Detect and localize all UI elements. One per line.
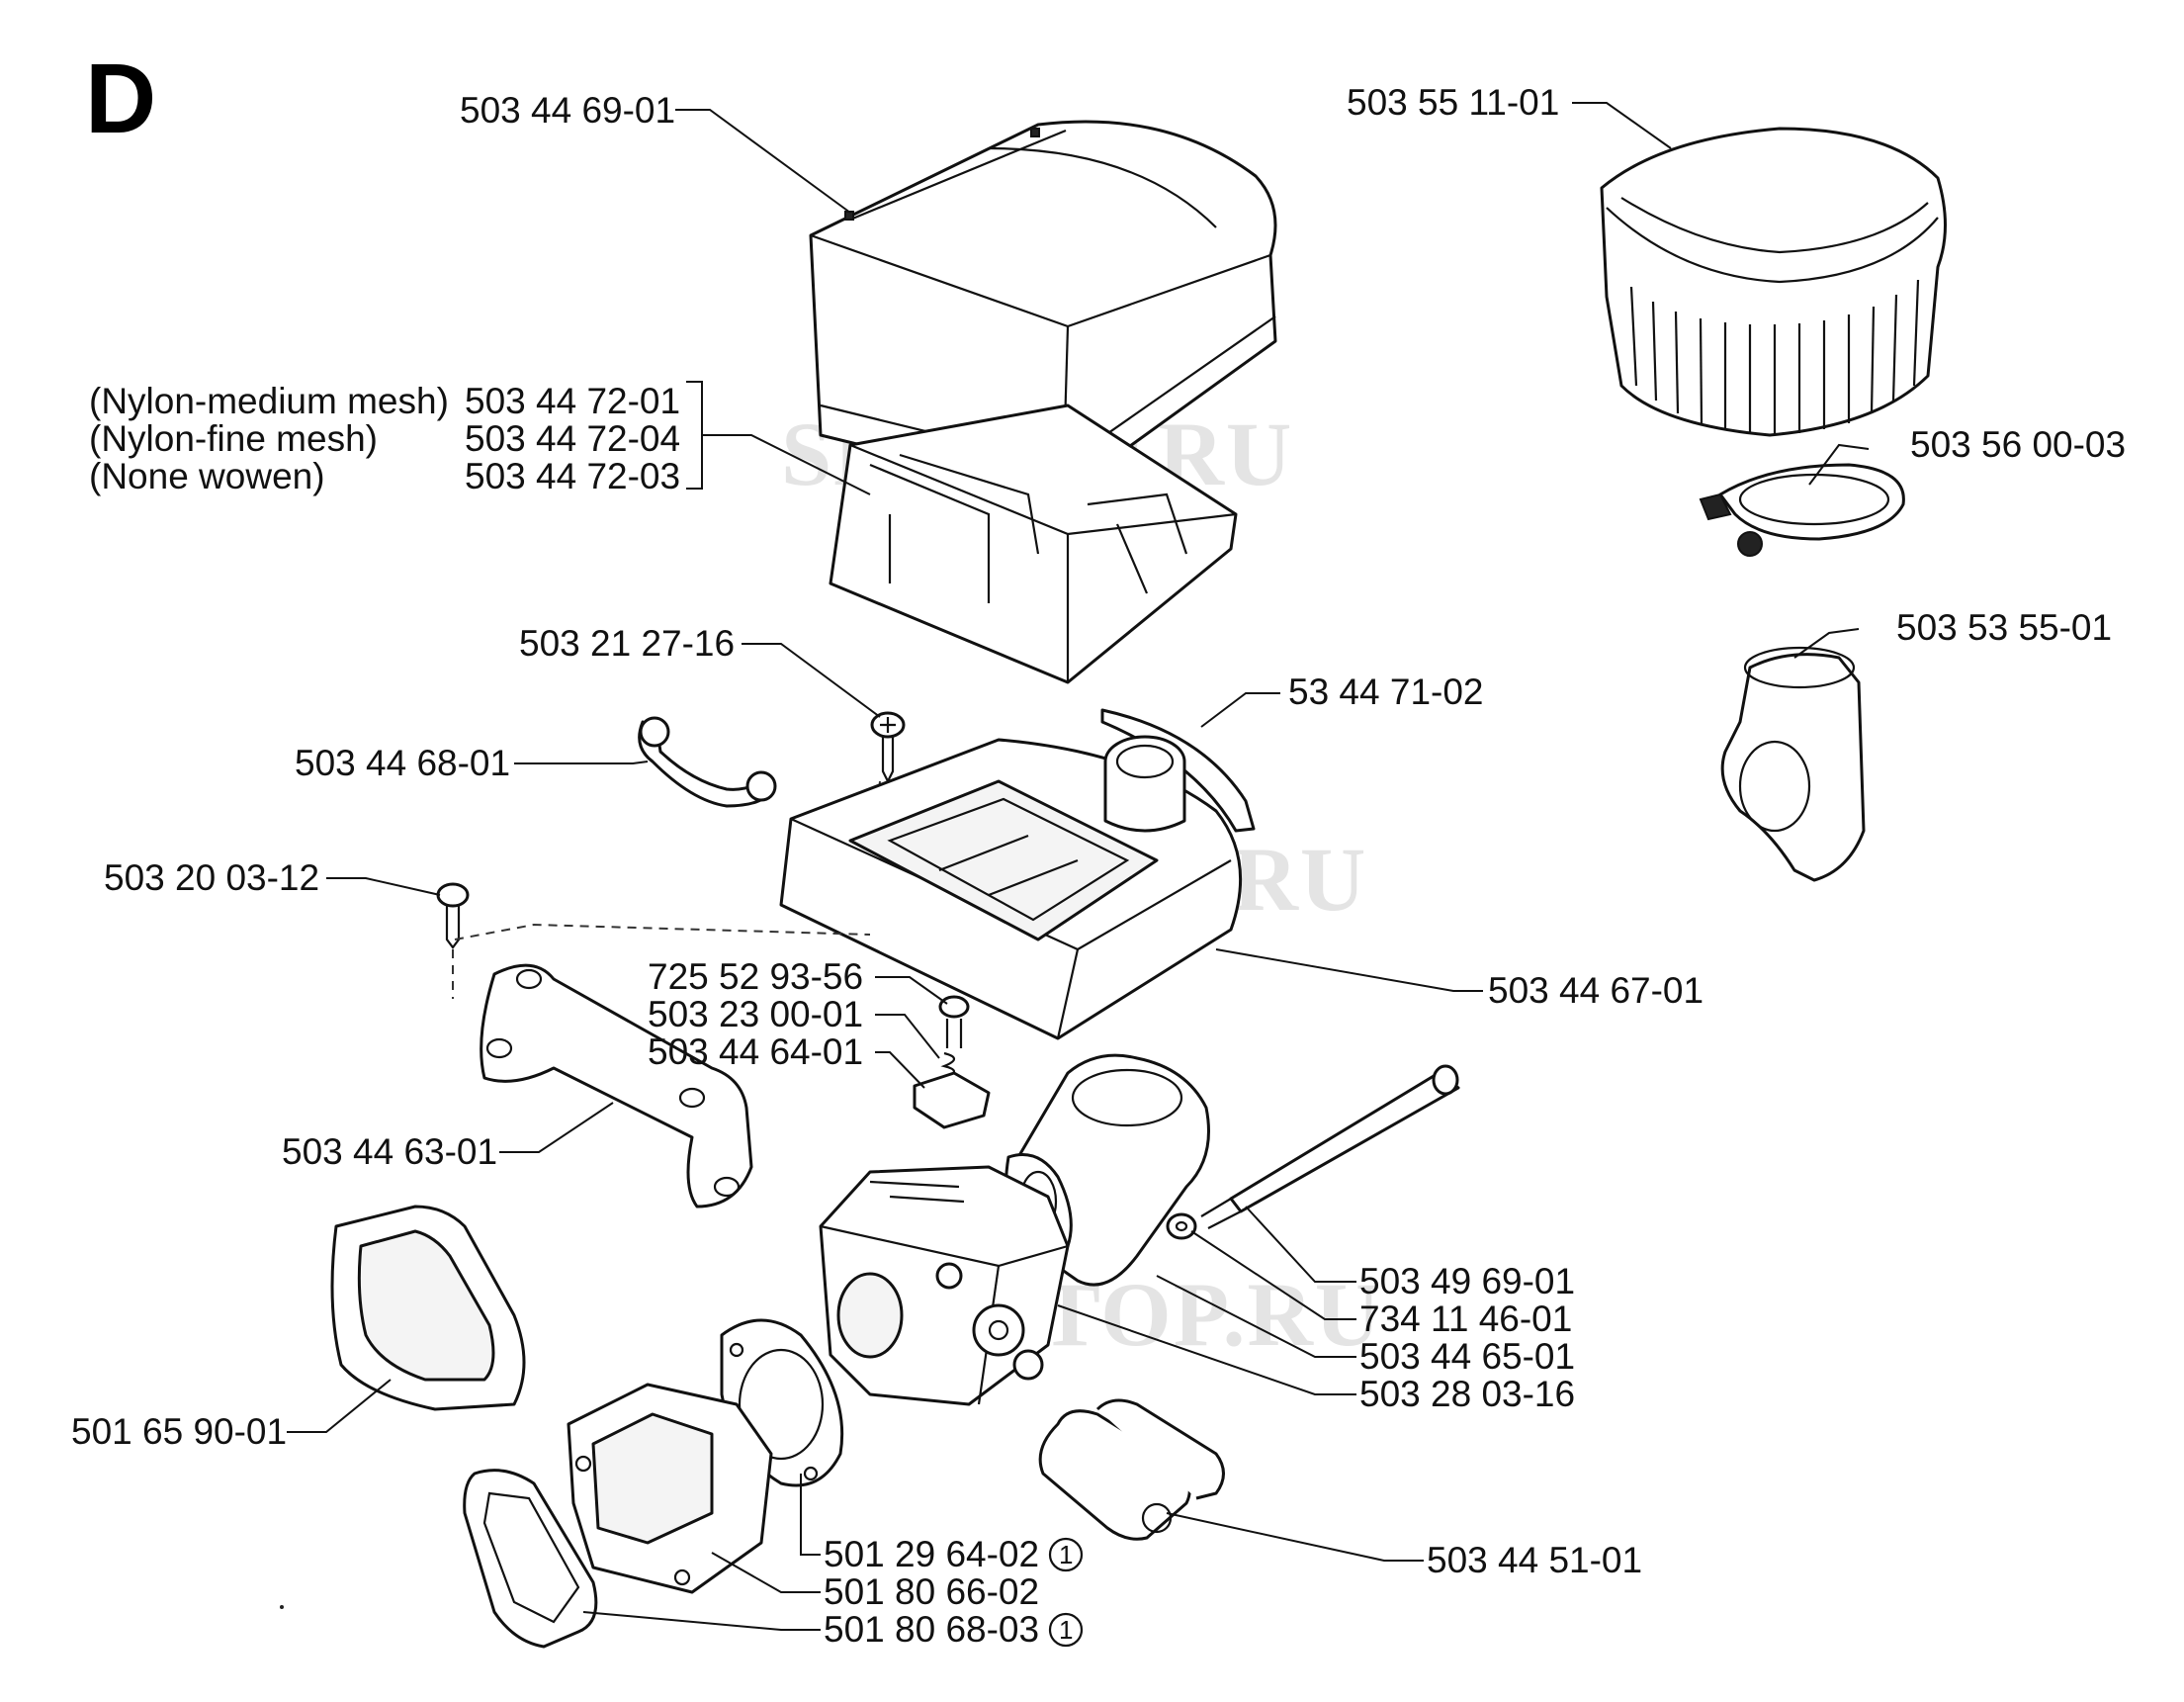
note-number-round-gasket: 1 — [1059, 1540, 1073, 1569]
note-circle-round-gasket — [1048, 1537, 1084, 1572]
label-nylon-fine-desc: (Nylon-fine mesh) — [89, 418, 378, 459]
label-none-woven-desc: (None wowen) — [89, 456, 325, 496]
label-nylon-fine-part: 503 44 72-04 — [465, 418, 680, 459]
flat-gasket-drawing — [463, 1469, 598, 1649]
label-flat-gasket: 501 80 68-03 — [824, 1609, 1039, 1650]
label-washer: 734 11 46-01 — [1359, 1299, 1572, 1339]
label-round-gasket: 501 29 64-02 — [824, 1534, 1039, 1574]
label-screw-filter: 503 21 27-16 — [519, 623, 735, 664]
round-air-filter-drawing — [1600, 127, 1947, 437]
label-round-air-filter: 503 55 11-01 — [1347, 82, 1559, 123]
long-bolt-drawing — [1166, 1064, 1460, 1240]
filter-holder-drawing — [779, 735, 1243, 1040]
filter-element-drawing — [829, 403, 1238, 684]
section-letter: D — [85, 44, 156, 154]
label-screw-small: 725 52 93-56 — [648, 956, 863, 997]
label-fuel-fittings: 503 44 51-01 — [1427, 1540, 1642, 1580]
intake-rubber-drawing — [330, 1205, 526, 1411]
label-none-woven-part: 503 44 72-03 — [465, 456, 680, 496]
label-hose-clamp: 503 56 00-03 — [1910, 424, 2126, 465]
leader-lines — [287, 102, 1870, 1631]
spring-clip-drawing — [638, 716, 777, 808]
note-circle-flat-gasket — [1048, 1612, 1084, 1648]
label-screw-bracket: 503 20 03-12 — [104, 857, 319, 898]
hose-clamp-drawing — [1699, 463, 1905, 557]
label-elbow-adapter: 503 53 55-01 — [1896, 607, 2112, 648]
label-nylon-medium-part: 503 44 72-01 — [465, 381, 680, 421]
label-filter-holder: 503 44 67-01 — [1488, 970, 1704, 1011]
label-clamp-small: 503 44 64-01 — [648, 1031, 863, 1072]
intake-manifold-drawing — [567, 1383, 773, 1594]
label-long-bolt: 503 49 69-01 — [1359, 1261, 1575, 1301]
label-nylon-medium-desc: (Nylon-medium mesh) — [89, 381, 449, 421]
label-spring: 503 23 00-01 — [648, 994, 863, 1034]
screw-bracket-drawing — [436, 882, 871, 999]
label-bracket: 503 44 63-01 — [282, 1131, 497, 1172]
screw-spring-clamp-drawing — [913, 995, 991, 1129]
note-number-flat-gasket: 1 — [1059, 1615, 1073, 1645]
fuel-fittings-drawing — [1038, 1398, 1225, 1541]
carburetor-drawing — [819, 1165, 1070, 1406]
scan-speck — [280, 1605, 284, 1609]
label-spring-clip: 503 44 68-01 — [295, 743, 510, 783]
bracket-drawing — [480, 963, 753, 1209]
label-cover: 503 44 69-01 — [460, 90, 675, 131]
label-intake-rubber: 501 65 90-01 — [71, 1411, 287, 1452]
label-intake-elbow: 503 44 65-01 — [1359, 1336, 1575, 1377]
label-seal-strip: 53 44 71-02 — [1288, 672, 1484, 712]
label-intake-manifold: 501 80 66-02 — [824, 1571, 1039, 1612]
elbow-adapter-drawing — [1720, 646, 1866, 882]
label-carburetor: 503 28 03-16 — [1359, 1374, 1575, 1414]
